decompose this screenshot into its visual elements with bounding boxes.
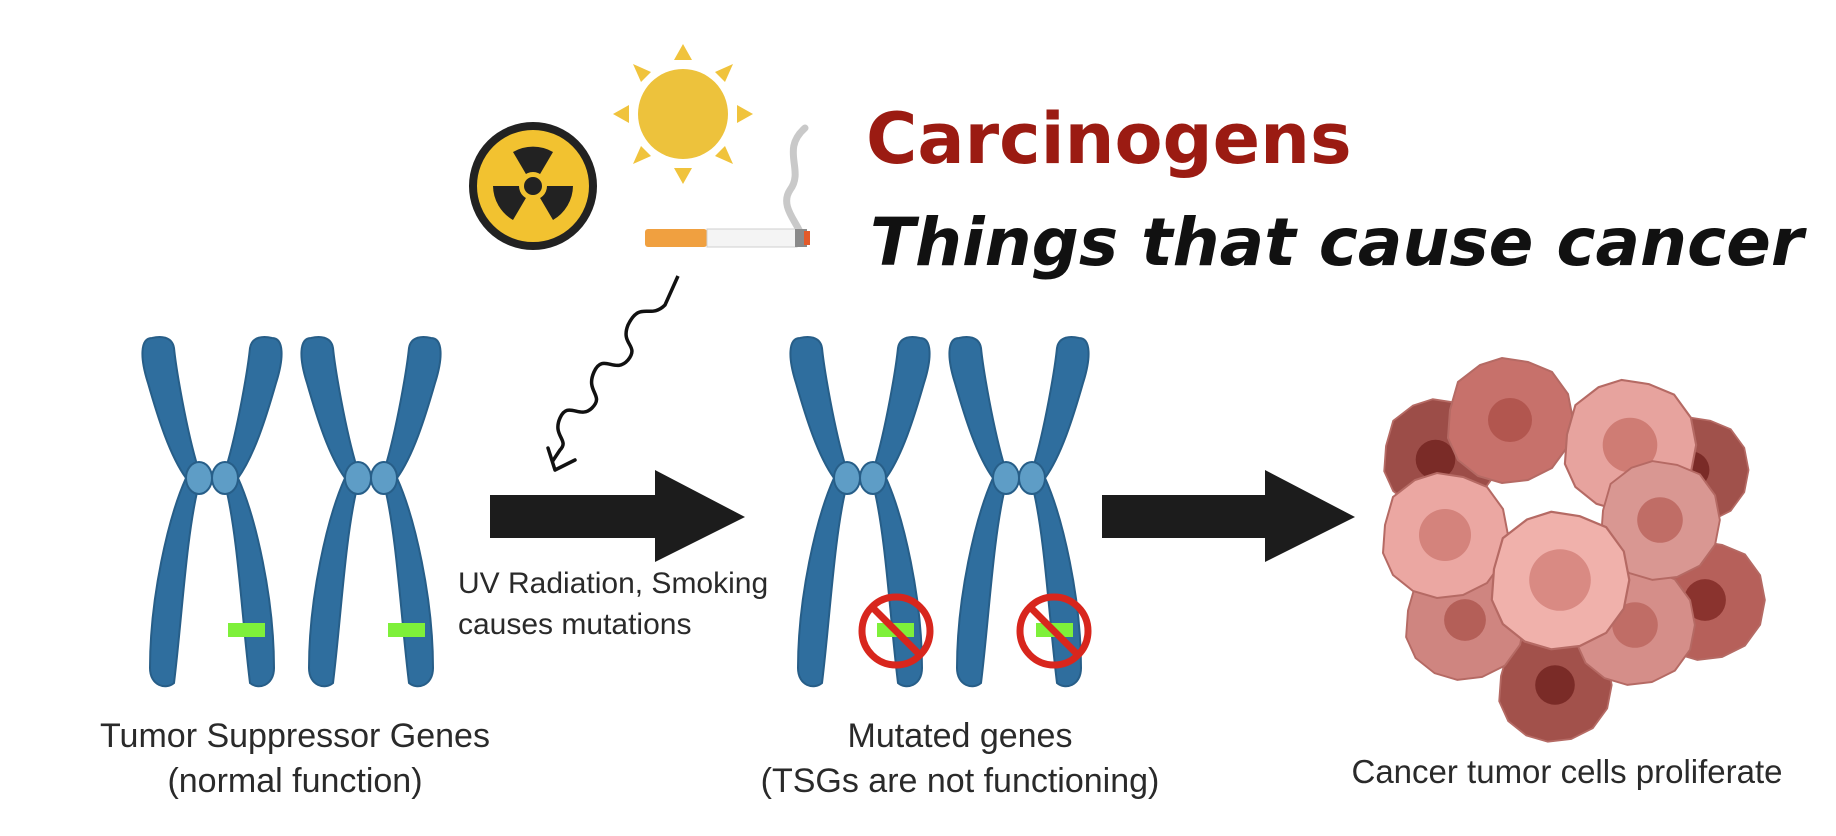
mutated-genes-label-line2: (TSGs are not functioning) bbox=[761, 762, 1160, 800]
mutated-genes-label-line1: Mutated genes bbox=[848, 717, 1073, 755]
diagram-subtitle: Things that cause cancer bbox=[870, 204, 1807, 281]
diagram-title: Carcinogens bbox=[866, 98, 1352, 180]
normal-genes-label-line1: Tumor Suppressor Genes bbox=[100, 717, 490, 755]
wave-arrow-icon bbox=[546, 275, 680, 472]
no-symbol-icon bbox=[1016, 593, 1092, 669]
mutation-cause-label-line1: UV Radiation, Smoking bbox=[458, 567, 768, 600]
arrow-right-icon bbox=[1102, 470, 1355, 562]
radiation-icon bbox=[469, 122, 597, 250]
mutation-cause-label-line2: causes mutations bbox=[458, 608, 691, 641]
gene-band bbox=[388, 623, 425, 637]
normal-chromosomes bbox=[141, 336, 442, 688]
gene-band bbox=[228, 623, 265, 637]
tumor-cells-icon bbox=[1382, 357, 1766, 743]
tumor-label: Cancer tumor cells proliferate bbox=[1352, 753, 1783, 790]
cigarette-icon bbox=[645, 124, 810, 248]
sun-icon bbox=[613, 44, 753, 184]
no-symbol-icon bbox=[858, 593, 934, 669]
title-block: Carcinogens Things that cause cancer bbox=[866, 98, 1807, 281]
arrow-right-icon bbox=[490, 470, 745, 562]
mutated-chromosomes bbox=[789, 336, 1092, 688]
normal-genes-label-line2: (normal function) bbox=[167, 762, 422, 800]
